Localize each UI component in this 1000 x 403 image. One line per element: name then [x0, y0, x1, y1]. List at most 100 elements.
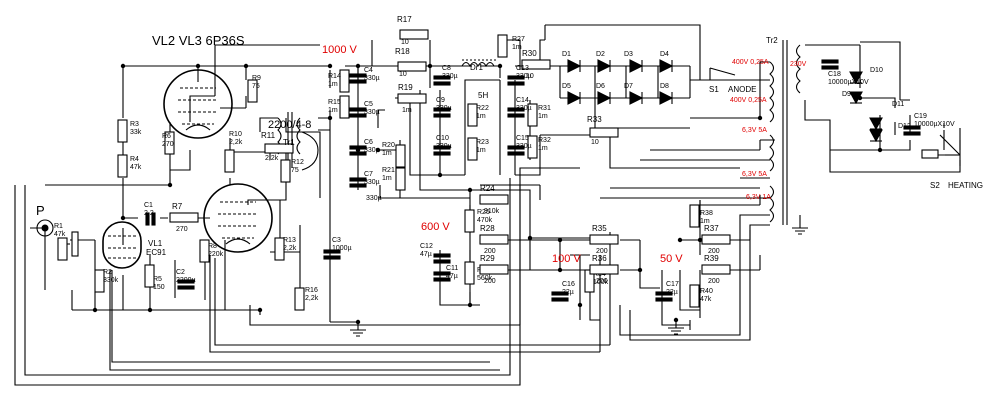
r35-value: 200	[596, 248, 608, 255]
diode-d1-label: D1	[562, 51, 571, 58]
r25-value: 470k	[477, 217, 493, 224]
label-tr1: Tr1	[283, 138, 295, 147]
label-s1: S1	[709, 85, 719, 94]
r9-value: 75	[252, 83, 260, 90]
label-winding-400b: 400V 0,25A	[730, 97, 767, 104]
r37-value: 200	[708, 248, 720, 255]
r11-name: R11	[261, 131, 276, 140]
r13-name: R13	[283, 237, 296, 244]
diode-d6: D6	[596, 83, 612, 105]
r18-value: 10	[399, 71, 407, 78]
r3-name: R3	[130, 121, 139, 128]
r39-name: R39	[704, 254, 719, 263]
r14-value: 1m	[328, 81, 338, 88]
label-100v: 100 V	[552, 253, 581, 265]
c16-value: 22µ	[562, 289, 574, 296]
r32-name: R32	[538, 137, 551, 144]
label-winding-63a: 6,3V 5A	[742, 127, 767, 134]
c19-value: 10000µX10V	[914, 121, 955, 128]
r22-name: R22	[476, 105, 489, 112]
c13-value: 330µ	[516, 73, 532, 80]
input-jack-icon[interactable]	[36, 219, 54, 237]
diode-d9-label: D9	[842, 91, 851, 98]
c14-name: C14	[516, 97, 529, 104]
title-tubes: VL2 VL3 6P36S	[152, 33, 245, 48]
r37-name: R37	[704, 224, 719, 233]
label-tr1-ratio: 2200/4-8	[268, 119, 311, 131]
diode-d12-label: D12	[898, 123, 911, 130]
label-dr1: Dr1	[470, 63, 483, 72]
diode-d8-label: D8	[660, 83, 669, 90]
c7-extra-value: 330µ	[366, 195, 382, 202]
label-s2: S2	[930, 181, 940, 190]
c6-name: C6	[364, 139, 373, 146]
label-vl1: VL1	[148, 239, 163, 248]
r8-value: 220k	[208, 251, 224, 258]
diode-d10: D10	[849, 67, 883, 85]
diode-d4-label: D4	[660, 51, 669, 58]
r13-value: 2,2k	[283, 245, 297, 252]
diode-d12: D12	[869, 123, 911, 143]
c8-name: C8	[442, 65, 451, 72]
r26-value: 560k	[477, 275, 493, 282]
c1-value: 2,2	[144, 210, 154, 217]
r34-value: 100k	[593, 279, 609, 286]
label-600v: 600 V	[421, 221, 450, 233]
c19-name: C19	[914, 113, 927, 120]
r5-value: 150	[153, 284, 165, 291]
r17-name: R17	[397, 15, 412, 24]
r2-name: R2	[103, 269, 112, 276]
c13-name: C13	[516, 65, 529, 72]
r14-name: R14	[328, 73, 341, 80]
c15-name: C15	[516, 135, 529, 142]
diode-d10-label: D10	[870, 67, 883, 74]
r39-value: 200	[708, 278, 720, 285]
switch-s2[interactable]	[939, 123, 961, 166]
r29-name: R29	[480, 254, 495, 263]
label-winding-63b: 6,3V 5A	[742, 171, 767, 178]
c5-name: C5	[364, 101, 373, 108]
c12-value: 47µ	[420, 251, 432, 258]
r31-value: 1m	[538, 113, 548, 120]
label-heating: HEATING	[948, 181, 983, 190]
c17-name: C17	[666, 281, 679, 288]
c1-name: C1	[144, 202, 153, 209]
diode-d6-label: D6	[596, 83, 605, 90]
resistor-r39: R39 200	[701, 254, 731, 285]
r8-name: R8	[208, 243, 217, 250]
resistor-r33: R33 10	[587, 115, 619, 146]
r32-value: 1m	[538, 145, 548, 152]
c2-value: 2200µ	[176, 277, 196, 284]
c9-value: 330µ	[436, 105, 452, 112]
r19-value: 1m	[402, 107, 412, 114]
label-winding-63c: 6,3V 1A	[746, 194, 771, 201]
c11-value: 47µ	[446, 273, 458, 280]
r21-value: 1m	[382, 175, 392, 182]
r33-name: R33	[587, 115, 602, 124]
r33-value: 10	[591, 139, 599, 146]
